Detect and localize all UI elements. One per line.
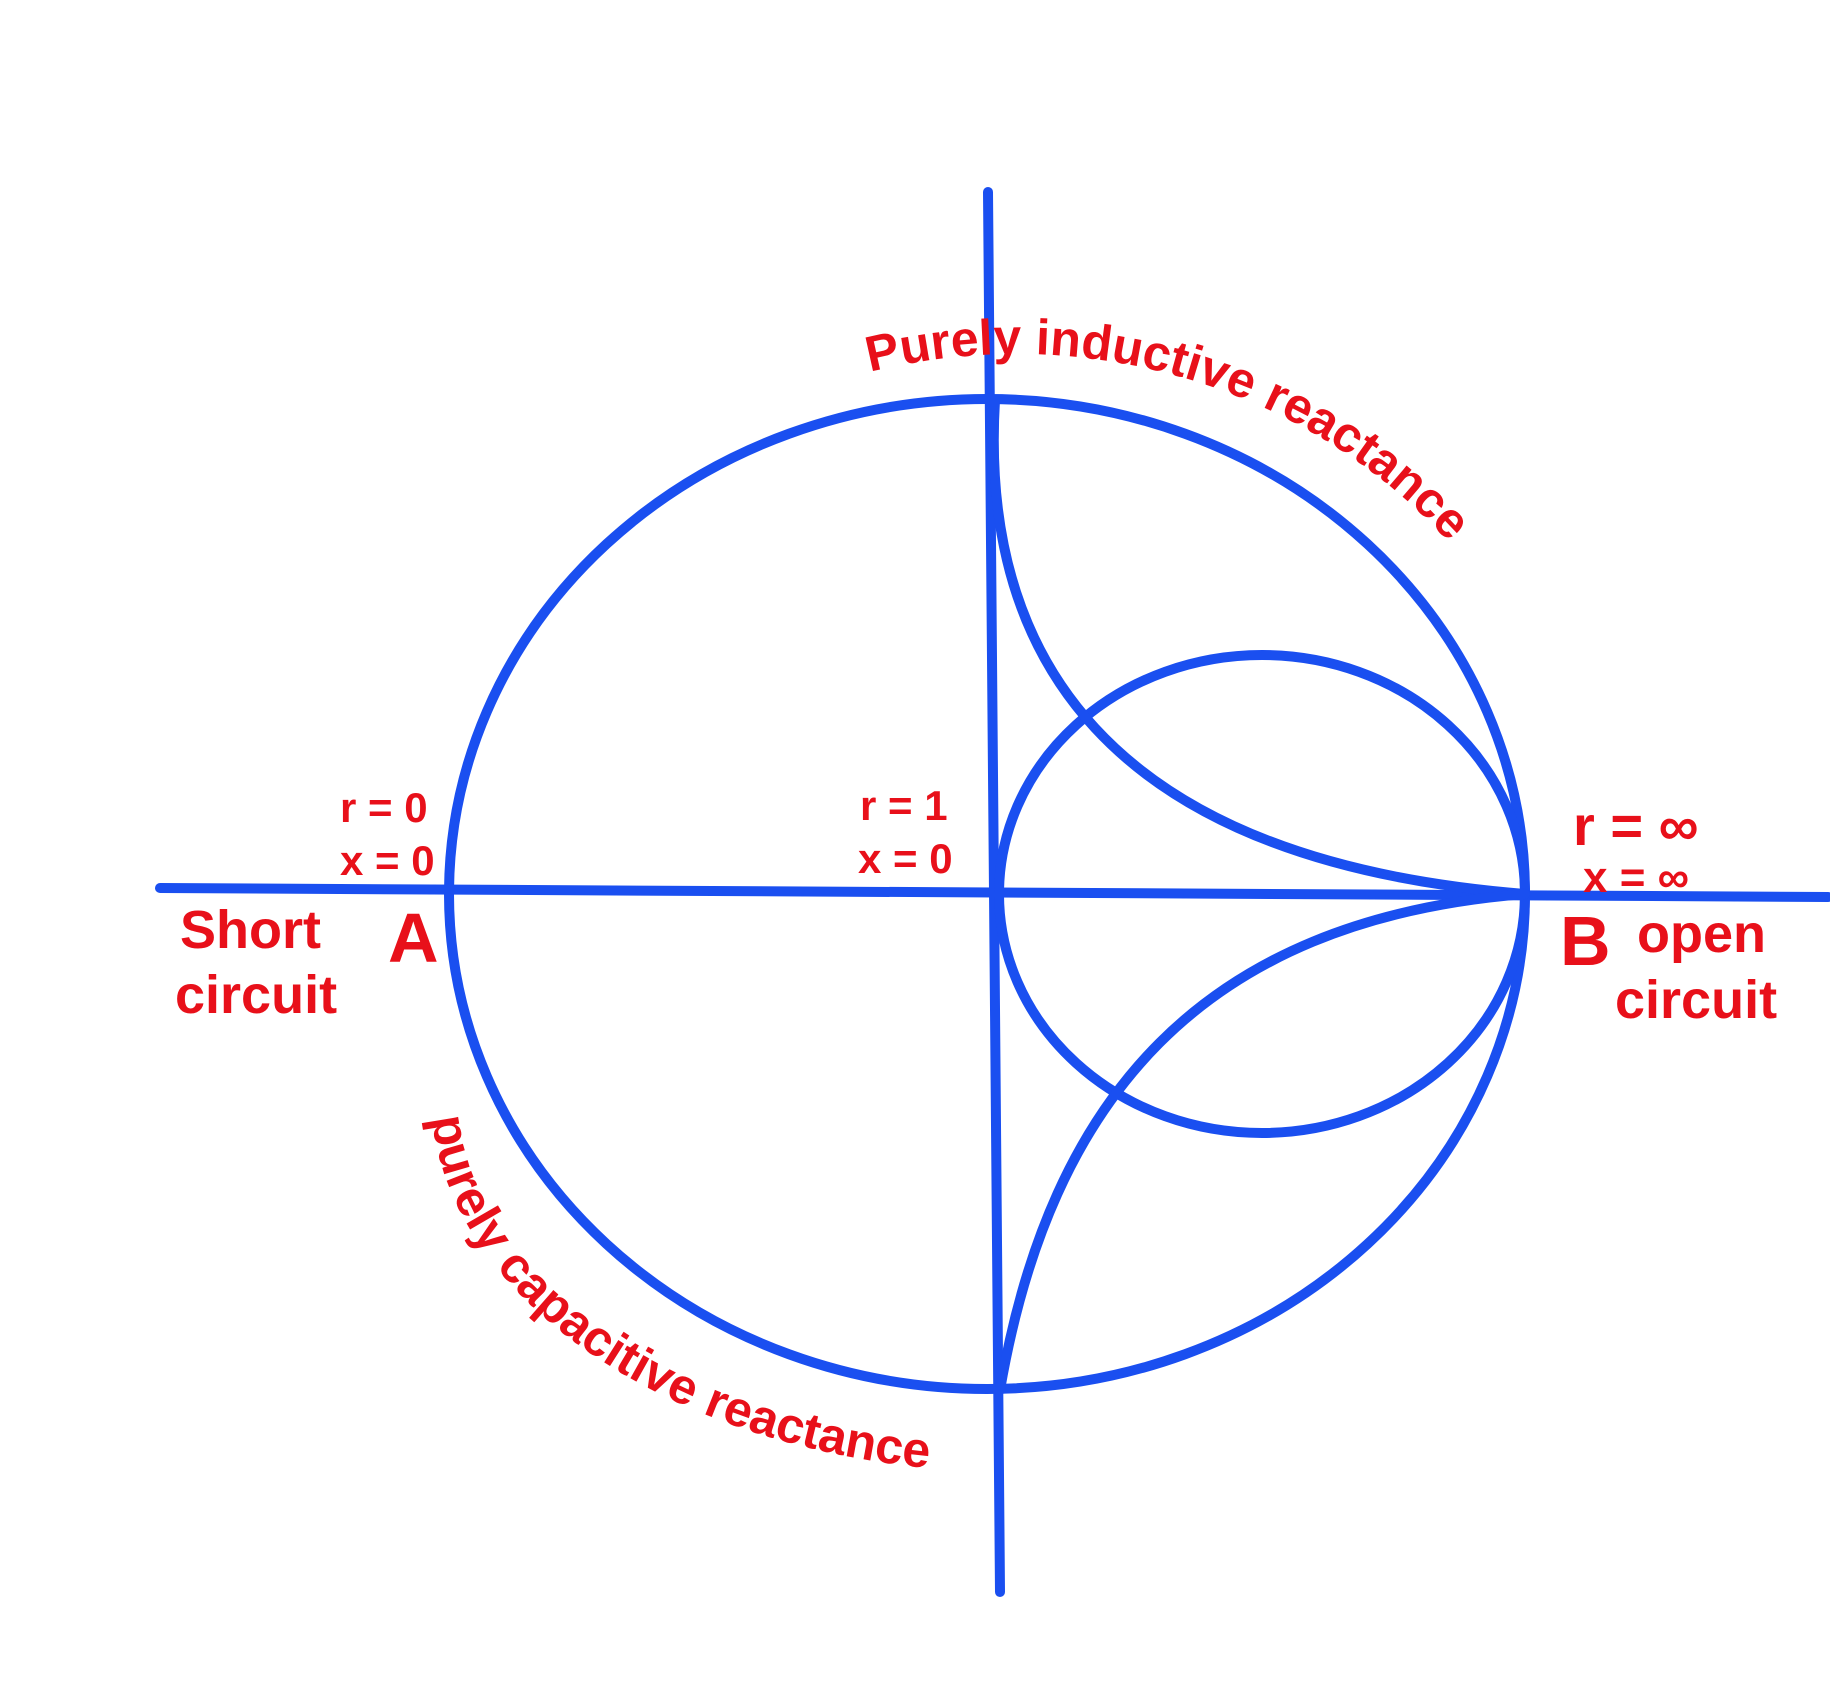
r-zero-label: r = 0 [340, 784, 428, 831]
x-zero-label-a: x = 0 [340, 837, 435, 884]
r-infinity-label: r = ∞ [1573, 794, 1699, 857]
x-zero-label-center: x = 0 [858, 835, 953, 882]
r-one-label: r = 1 [860, 782, 948, 829]
x-infinity-label: x = ∞ [1583, 853, 1689, 902]
open-circuit-label-line1: open [1637, 904, 1766, 964]
point-b-label: B [1560, 902, 1611, 980]
short-circuit-label-line1: Short [180, 900, 321, 960]
capacitive-reactance-arc [995, 889, 1530, 1395]
open-circuit-label-line2: circuit [1615, 970, 1777, 1030]
short-circuit-label-line2: circuit [175, 965, 337, 1025]
inductive-reactance-arc [988, 395, 1530, 899]
point-a-label: A [388, 899, 439, 977]
diagram-lines [155, 187, 1830, 1597]
